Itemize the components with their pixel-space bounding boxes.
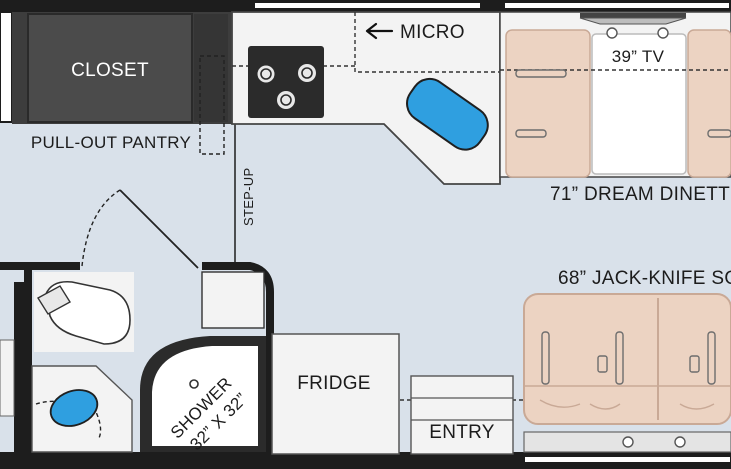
closet-side-panel <box>194 14 228 122</box>
step-up-label: STEP-UP <box>241 168 256 226</box>
fridge-label: FRIDGE <box>297 373 371 394</box>
seatbelt-icon <box>707 331 716 385</box>
shower-drain-icon <box>189 379 199 389</box>
closet-label: CLOSET <box>71 60 149 81</box>
seatbelt-icon <box>707 129 731 138</box>
bath-left-panel <box>14 282 28 454</box>
jack-knife-sofa <box>523 293 731 425</box>
seatbelt-icon <box>515 69 567 78</box>
left-arrow-icon <box>365 22 394 40</box>
tv-icon <box>580 13 686 18</box>
seatbelt-icon <box>615 331 624 385</box>
pantry-label: PULL-OUT PANTRY <box>31 133 191 152</box>
seatbelt-icon <box>689 355 700 373</box>
sofa-label: 68” JACK-KNIFE SOFA <box>558 268 731 289</box>
closet-panel <box>27 13 193 123</box>
dinette-label: 71” DREAM DINETTE <box>550 184 731 205</box>
seatbelt-icon <box>541 331 550 385</box>
bath-left-counter <box>0 339 15 417</box>
toilet <box>34 272 134 352</box>
dinette <box>499 11 731 178</box>
pantry-outline <box>199 55 225 155</box>
micro-outline <box>354 12 500 73</box>
entry-step <box>410 375 514 455</box>
shower: SHOWER 32” X 32” <box>140 336 266 454</box>
left-cabinet <box>0 11 13 123</box>
burner-icon <box>298 64 316 82</box>
seatbelt-icon <box>515 129 547 138</box>
tv-label: 39” TV <box>612 47 665 66</box>
seatbelt-icon <box>597 355 608 373</box>
dinette-table <box>591 33 687 175</box>
top-window-1 <box>255 3 480 8</box>
bath-corner-cabinet <box>201 271 265 329</box>
micro-label: MICRO <box>400 22 465 43</box>
cooktop <box>248 46 324 118</box>
door-panel <box>119 189 199 269</box>
bottom-wall <box>0 452 731 469</box>
kitchen-sink <box>406 77 489 151</box>
entry-label: ENTRY <box>429 422 495 443</box>
dinette-bench-right <box>687 29 731 178</box>
door-swing-arc <box>81 189 121 267</box>
bottom-window <box>525 457 730 462</box>
fridge <box>271 333 400 455</box>
dinette-bench-left <box>505 29 591 178</box>
bath-vanity <box>31 365 133 453</box>
burner-icon <box>277 91 295 109</box>
bath-sink <box>49 389 99 427</box>
top-window-2 <box>505 3 729 8</box>
burner-icon <box>256 64 276 84</box>
